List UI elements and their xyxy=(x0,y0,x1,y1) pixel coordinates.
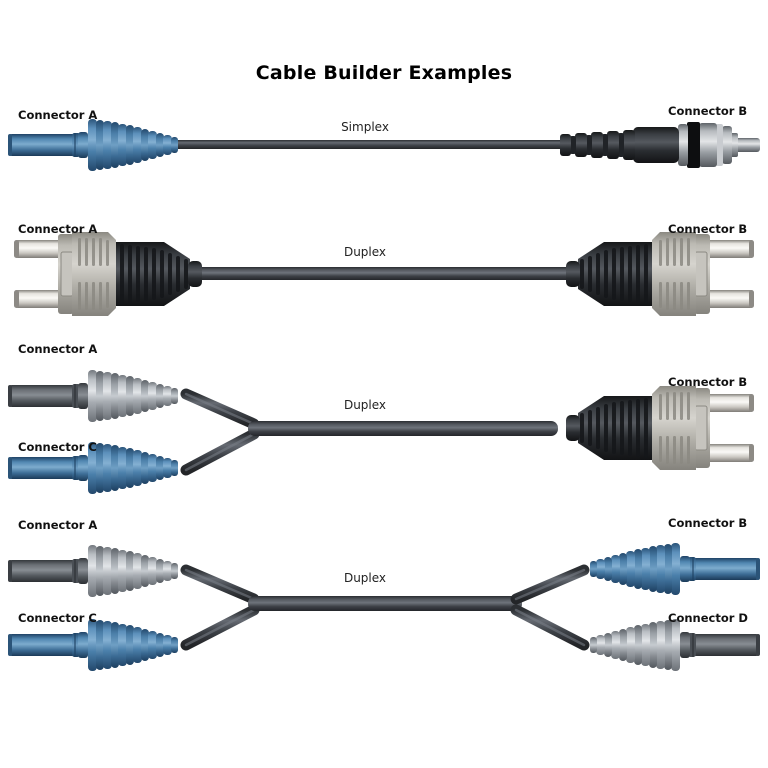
label-connector-b: Connector B xyxy=(668,222,748,236)
label-cable-type-simplex: Simplex xyxy=(341,120,389,134)
label-connector-b: Connector B xyxy=(668,375,748,389)
cable-trunk xyxy=(170,140,600,149)
label-connector-d: Connector D xyxy=(668,611,748,625)
cable-trunk xyxy=(248,421,558,436)
connector-b-black-st[interactable] xyxy=(560,122,760,168)
label-connector-b: Connector B xyxy=(668,104,748,118)
label-cable-type-duplex: Duplex xyxy=(343,398,387,412)
page-title: Cable Builder Examples xyxy=(255,62,513,84)
connector-d-grey-lc[interactable] xyxy=(590,619,760,671)
cable-assembly-duplex-ysplit-left xyxy=(8,370,755,494)
label-connector-a: Connector A xyxy=(18,108,98,122)
connector-a-blue-lc[interactable] xyxy=(8,119,178,171)
label-cable-type-duplex: Duplex xyxy=(343,245,387,259)
connector-b-beige-duplex[interactable] xyxy=(565,385,755,471)
label-cable-type-duplex: Duplex xyxy=(343,571,387,585)
connector-b-blue-lc[interactable] xyxy=(590,543,760,595)
cable-trunk xyxy=(195,267,575,280)
connector-a-grey-lc[interactable] xyxy=(8,370,178,422)
label-connector-c: Connector C xyxy=(18,611,97,625)
label-connector-a: Connector A xyxy=(18,518,98,532)
label-connector-a: Connector A xyxy=(18,342,98,356)
label-connector-a: Connector A xyxy=(18,222,98,236)
connector-a-grey-lc[interactable] xyxy=(8,545,178,597)
cable-trunk xyxy=(248,596,522,611)
cable-assembly-simplex xyxy=(8,119,760,171)
cable-assembly-duplex-ysplit-both xyxy=(8,543,760,671)
connector-a-beige-duplex[interactable] xyxy=(13,231,203,317)
cable-assembly-duplex-straight xyxy=(13,231,755,317)
label-connector-b: Connector B xyxy=(668,516,748,530)
connector-c-blue-lc[interactable] xyxy=(8,619,178,671)
connector-b-beige-duplex[interactable] xyxy=(565,231,755,317)
label-connector-c: Connector C xyxy=(18,440,97,454)
